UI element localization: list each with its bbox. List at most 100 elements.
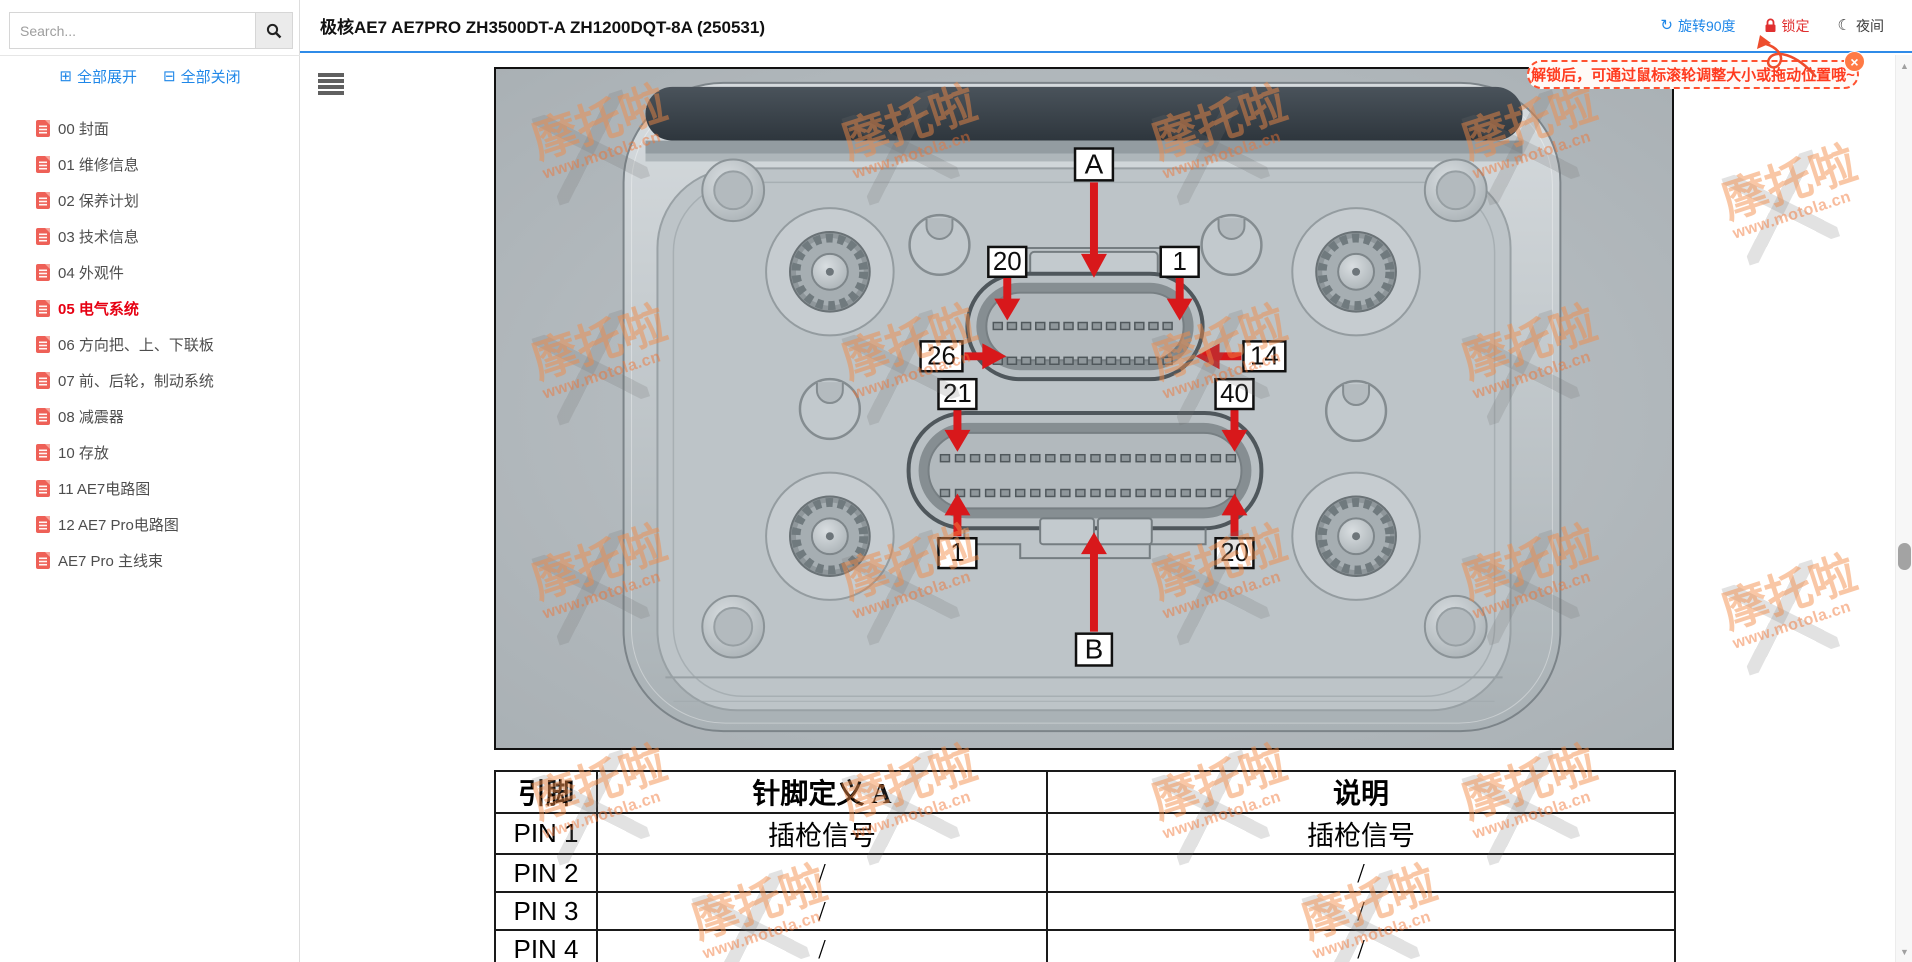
sidebar-item-label: 12 AE7 Pro电路图 <box>58 516 179 534</box>
connector-a-pin-row-1 <box>992 321 1173 331</box>
col-header-pin: 引脚 <box>494 770 598 814</box>
scrollbar-thumb[interactable] <box>1898 543 1911 570</box>
cell-definition: 插枪信号 <box>596 812 1048 855</box>
sidebar-divider <box>0 55 300 56</box>
corner-bosses <box>701 158 1488 659</box>
label-a-mid-right: 14 <box>1242 340 1287 373</box>
expand-all-label: 全部展开 <box>76 68 137 86</box>
cell-description: / <box>1046 853 1676 893</box>
connector-b-pin-row-2 <box>939 488 1237 498</box>
sidebar-item[interactable]: 05 电气系统 <box>0 290 300 326</box>
tooltip-pointer-arrow-icon <box>1757 35 1817 78</box>
search-button[interactable] <box>255 12 293 49</box>
sidebar-item[interactable]: 00 封面 <box>0 110 300 146</box>
scroll-up-button[interactable]: ▲ <box>1900 60 1909 71</box>
ecu-connector-diagram[interactable]: A 20 1 26 14 21 40 1 <box>494 67 1674 750</box>
sidebar-item[interactable]: AE7 Pro 主线束 <box>0 542 300 578</box>
rotate-label: 旋转90度 <box>1677 17 1736 34</box>
header-actions: ↻ 旋转90度 锁定 ☾ 夜间 <box>1660 0 1884 51</box>
svg-text:A: A <box>1085 148 1104 179</box>
lock-button[interactable]: 锁定 <box>1764 16 1810 36</box>
svg-text:20: 20 <box>993 248 1022 276</box>
label-b-top-left: 21 <box>937 377 978 411</box>
document-icon <box>36 407 50 425</box>
label-a-top-left: 20 <box>987 245 1028 279</box>
svg-text:1: 1 <box>950 539 964 567</box>
document-icon <box>36 263 50 281</box>
document-icon <box>36 335 50 353</box>
cell-definition: / <box>596 891 1048 931</box>
tooltip-text: 解锁后，可通过鼠标滚轮调整大小或拖动位置哦~ <box>1531 67 1855 84</box>
document-icon <box>36 371 50 389</box>
cell-definition: / <box>596 853 1048 893</box>
sidebar-item-label: 10 存放 <box>58 444 109 462</box>
lock-icon <box>1765 18 1776 32</box>
label-a-mid-left: 26 <box>919 340 964 373</box>
label-b-top-right: 40 <box>1214 377 1255 411</box>
collapse-all-link[interactable]: ⊟ 全部关闭 <box>163 66 241 87</box>
document-icon <box>36 155 50 173</box>
collapse-all-label: 全部关闭 <box>180 68 241 86</box>
sidebar-item[interactable]: 07 前、后轮，制动系统 <box>0 362 300 398</box>
svg-text:26: 26 <box>927 342 956 370</box>
night-label: 夜间 <box>1856 17 1884 34</box>
scroll-down-button[interactable]: ▼ <box>1900 946 1909 957</box>
label-b-bottom-left: 1 <box>937 536 978 570</box>
col-header-description: 说明 <box>1046 770 1676 814</box>
sidebar-item-label: 02 保养计划 <box>58 192 139 210</box>
sidebar-item-label: 08 减震器 <box>58 408 124 426</box>
expand-all-icon: ⊞ <box>59 68 72 85</box>
document-icon <box>36 299 50 317</box>
cell-pin: PIN 3 <box>494 891 598 931</box>
table-row: PIN 1 插枪信号 插枪信号 <box>494 812 1676 855</box>
sidebar-item[interactable]: 06 方向把、上、下联板 <box>0 326 300 362</box>
sidebar-item-label: 06 方向把、上、下联板 <box>58 336 214 354</box>
search-input[interactable] <box>9 12 255 49</box>
sidebar-item-label: 03 技术信息 <box>58 228 139 246</box>
label-b-bottom-right: 20 <box>1214 536 1255 570</box>
keyhole-cutouts <box>798 213 1388 443</box>
svg-text:21: 21 <box>943 380 972 408</box>
vertical-scrollbar[interactable]: ▲ ▼ <box>1895 55 1912 962</box>
document-icon <box>36 551 50 569</box>
ecu-connector-image: A 20 1 26 14 21 40 1 <box>496 69 1672 748</box>
cell-pin: PIN 1 <box>494 812 598 855</box>
pin-definition-table-wrap: 引脚 针脚定义 A 说明 PIN 1 插枪信号 插枪信号 PIN 2 / / <box>494 770 1676 962</box>
sidebar-item[interactable]: 08 减震器 <box>0 398 300 434</box>
svg-text:B: B <box>1085 634 1104 665</box>
chapter-tree: 00 封面 01 维修信息 <box>0 110 300 578</box>
label-connector-b: B <box>1074 632 1114 667</box>
sidebar-item[interactable]: 10 存放 <box>0 434 300 470</box>
sidebar-item[interactable]: 11 AE7电路图 <box>0 470 300 506</box>
cell-pin: PIN 2 <box>494 853 598 893</box>
rotate-90-button[interactable]: ↻ 旋转90度 <box>1660 16 1735 36</box>
svg-text:1: 1 <box>1172 248 1186 276</box>
callout-arrows <box>944 182 1248 632</box>
magnifier-icon <box>266 23 282 38</box>
rotate-icon: ↻ <box>1660 17 1673 34</box>
connector-b-pin-row-1 <box>939 453 1237 463</box>
sidebar-item[interactable]: 03 技术信息 <box>0 218 300 254</box>
label-connector-a: A <box>1073 147 1115 182</box>
cell-definition: / <box>596 929 1048 962</box>
table-row: PIN 4 / / <box>494 929 1676 962</box>
tooltip-close-button[interactable]: × <box>1844 51 1865 72</box>
sidebar-item[interactable]: 02 保养计划 <box>0 182 300 218</box>
sidebar-item-label: 01 维修信息 <box>58 156 139 174</box>
moon-icon: ☾ <box>1837 17 1851 34</box>
label-a-top-right: 1 <box>1159 245 1200 279</box>
sidebar-item[interactable]: 12 AE7 Pro电路图 <box>0 506 300 542</box>
torx-screws <box>765 207 1421 601</box>
night-mode-button[interactable]: ☾ 夜间 <box>1838 16 1884 36</box>
document-icon <box>36 515 50 533</box>
sidebar-item[interactable]: 01 维修信息 <box>0 146 300 182</box>
expand-all-link[interactable]: ⊞ 全部展开 <box>59 66 137 87</box>
collapse-all-icon: ⊟ <box>163 68 176 85</box>
image-list-toggle-button[interactable] <box>318 73 344 95</box>
document-icon <box>36 479 50 497</box>
hamburger-icon <box>318 73 344 77</box>
callout-labels: A 20 1 26 14 21 40 1 <box>919 147 1287 667</box>
svg-text:20: 20 <box>1220 539 1249 567</box>
sidebar-item-label: 00 封面 <box>58 120 109 138</box>
sidebar-item[interactable]: 04 外观件 <box>0 254 300 290</box>
